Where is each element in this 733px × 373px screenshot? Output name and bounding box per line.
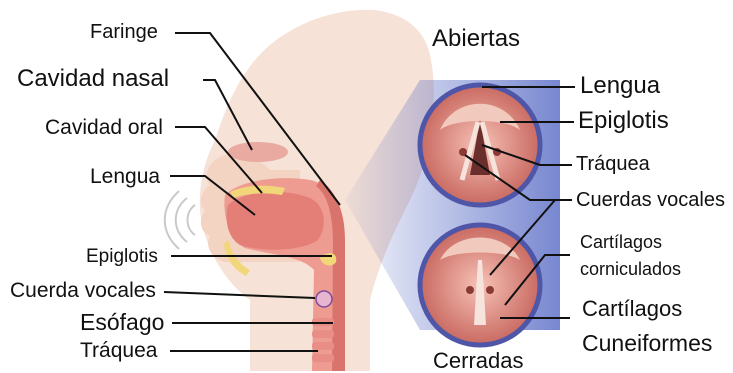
label-lengua-right: Lengua xyxy=(580,74,660,98)
label-faringe: Faringe xyxy=(90,22,158,42)
label-epiglotis-right: Epiglotis xyxy=(578,109,669,133)
closed-title: Cerradas xyxy=(433,350,523,372)
label-cavidad-nasal: Cavidad nasal xyxy=(17,67,169,91)
label-esofago: Esófago xyxy=(80,311,164,334)
label-cuerdas-vocales: Cuerdas vocales xyxy=(576,190,725,210)
label-traquea-left: Tráquea xyxy=(80,340,157,361)
sound-waves-icon xyxy=(165,191,195,249)
label-epiglotis: Epiglotis xyxy=(86,247,158,266)
vocal-cord-ring xyxy=(316,291,332,307)
scope-open xyxy=(420,85,540,205)
label-cartilagos-corniculados-2: corniculados xyxy=(580,260,681,278)
label-lengua: Lengua xyxy=(90,166,160,187)
label-cartilagos-cuneiformes-1: Cartílagos xyxy=(582,298,682,320)
label-cavidad-oral: Cavidad oral xyxy=(45,117,163,138)
nasal-cavity-shape xyxy=(228,142,288,162)
label-cartilagos-corniculados-1: Cartílagos xyxy=(580,233,662,251)
open-title: Abiertas xyxy=(432,27,520,51)
label-cuerda-vocales: Cuerda vocales xyxy=(10,280,156,301)
label-cartilagos-cuneiformes-2: Cuneiformes xyxy=(582,332,712,355)
label-traquea-right: Tráquea xyxy=(576,154,650,174)
tongue-shape xyxy=(227,192,324,250)
